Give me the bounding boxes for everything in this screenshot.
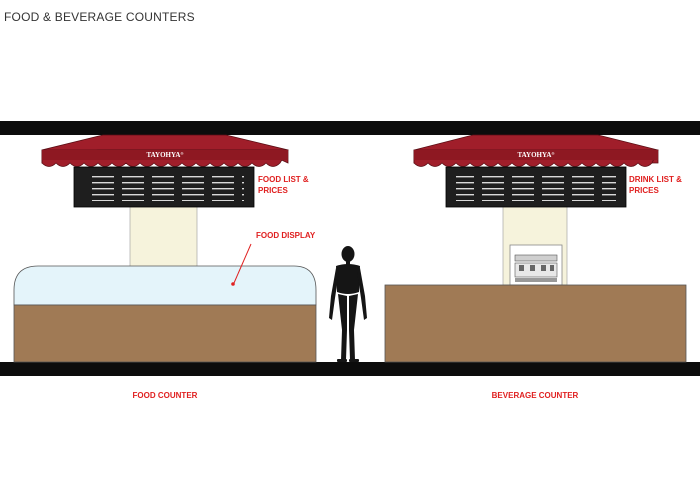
food-brand-logo: TAYOHYA® [147, 151, 184, 159]
beverage-counter-assembly: TAYOHYA® DRINK LIST & PRICES BEVERAGE CO… [384, 134, 687, 400]
food-counter-assembly: TAYOHYA® FOOD LIST & PRICES FOOD DISPLAY… [13, 134, 317, 400]
food-counter-body [13, 304, 317, 363]
espresso-machine-icon [509, 244, 563, 286]
food-menu-board [73, 166, 255, 208]
food-display-label: FOOD DISPLAY [256, 231, 316, 240]
ceiling-beam [0, 121, 700, 135]
food-display-leader-dot [231, 282, 235, 286]
beverage-awning: TAYOHYA® [413, 134, 659, 167]
floor-beam [0, 362, 700, 376]
beverage-counter-label: BEVERAGE COUNTER [492, 391, 579, 400]
beverage-counter-body [384, 284, 687, 363]
beverage-brand-logo: TAYOHYA® [518, 151, 555, 159]
food-counter-label: FOOD COUNTER [133, 391, 198, 400]
food-display-case [13, 265, 317, 306]
beverage-menu-label-line1: DRINK LIST & [629, 175, 682, 184]
food-column [129, 204, 198, 268]
human-figure-icon [329, 246, 367, 362]
beverage-menu-label-line2: PRICES [629, 186, 659, 195]
beverage-menu-board [445, 166, 627, 208]
food-awning: TAYOHYA® [41, 134, 289, 167]
food-menu-label-line2: PRICES [258, 186, 288, 195]
food-menu-label-line1: FOOD LIST & [258, 175, 309, 184]
page-title: FOOD & BEVERAGE COUNTERS [4, 10, 195, 24]
food-display-leader [233, 243, 252, 284]
